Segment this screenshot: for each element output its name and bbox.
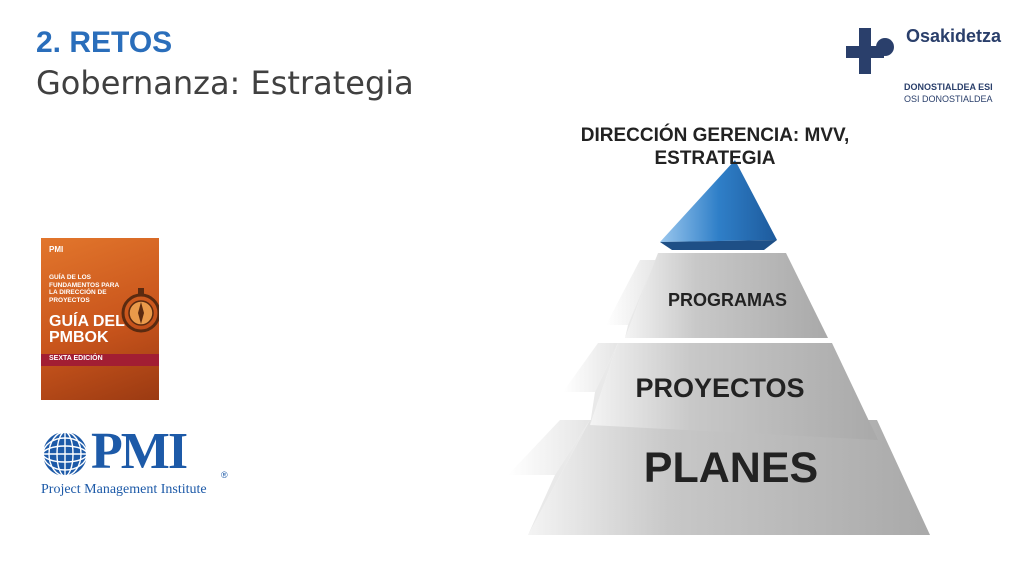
logo-org-line2: OSI DONOSTIALDEA bbox=[904, 94, 993, 104]
book-guide-subtitle: GUÍA DE LOS FUNDAMENTOS PARA LA DIRECCIÓ… bbox=[49, 274, 119, 304]
section-title: 2. RETOS bbox=[36, 26, 173, 59]
compass-icon bbox=[121, 288, 159, 333]
logo-org-line1: DONOSTIALDEA ESI bbox=[904, 82, 993, 92]
pyramid-level-proyectos bbox=[563, 343, 878, 440]
logo-circle-icon bbox=[876, 38, 894, 56]
slide-subtitle: Gobernanza: Estrategia bbox=[36, 64, 414, 102]
level-label-programas: PROGRAMAS bbox=[667, 290, 787, 310]
level-label-proyectos: PROYECTOS bbox=[635, 373, 805, 403]
globe-icon bbox=[42, 431, 88, 477]
pyramid-apex bbox=[660, 160, 777, 250]
osakidetza-logo: Osakidetza DONOSTIALDEA ESI OSI DONOSTIA… bbox=[846, 24, 1006, 108]
logo-cross-bar bbox=[846, 46, 884, 58]
pmbok-book-cover: PMI GUÍA DE LOS FUNDAMENTOS PARA LA DIRE… bbox=[41, 238, 159, 400]
pmi-letters: PMI bbox=[91, 423, 188, 480]
book-edition: SEXTA EDICIÓN bbox=[49, 355, 103, 362]
book-pmi-mark: PMI bbox=[49, 245, 64, 254]
level-label-planes: PLANES bbox=[643, 444, 819, 492]
pyramid-level-programas bbox=[606, 253, 828, 338]
pmi-logo: PMI ® Project Management Institute bbox=[41, 423, 241, 502]
registered-mark: ® bbox=[221, 470, 228, 480]
book-guide-title: GUÍA DEL PMBOK bbox=[49, 313, 125, 346]
logo-name: Osakidetza bbox=[906, 26, 1002, 46]
book-edition-band bbox=[41, 354, 159, 366]
pmi-caption: Project Management Institute bbox=[41, 482, 207, 497]
pyramid-top-label: DIRECCIÓN GERENCIA: MVV, ESTRATEGIA bbox=[580, 125, 850, 169]
pyramid-level-planes bbox=[508, 420, 930, 535]
